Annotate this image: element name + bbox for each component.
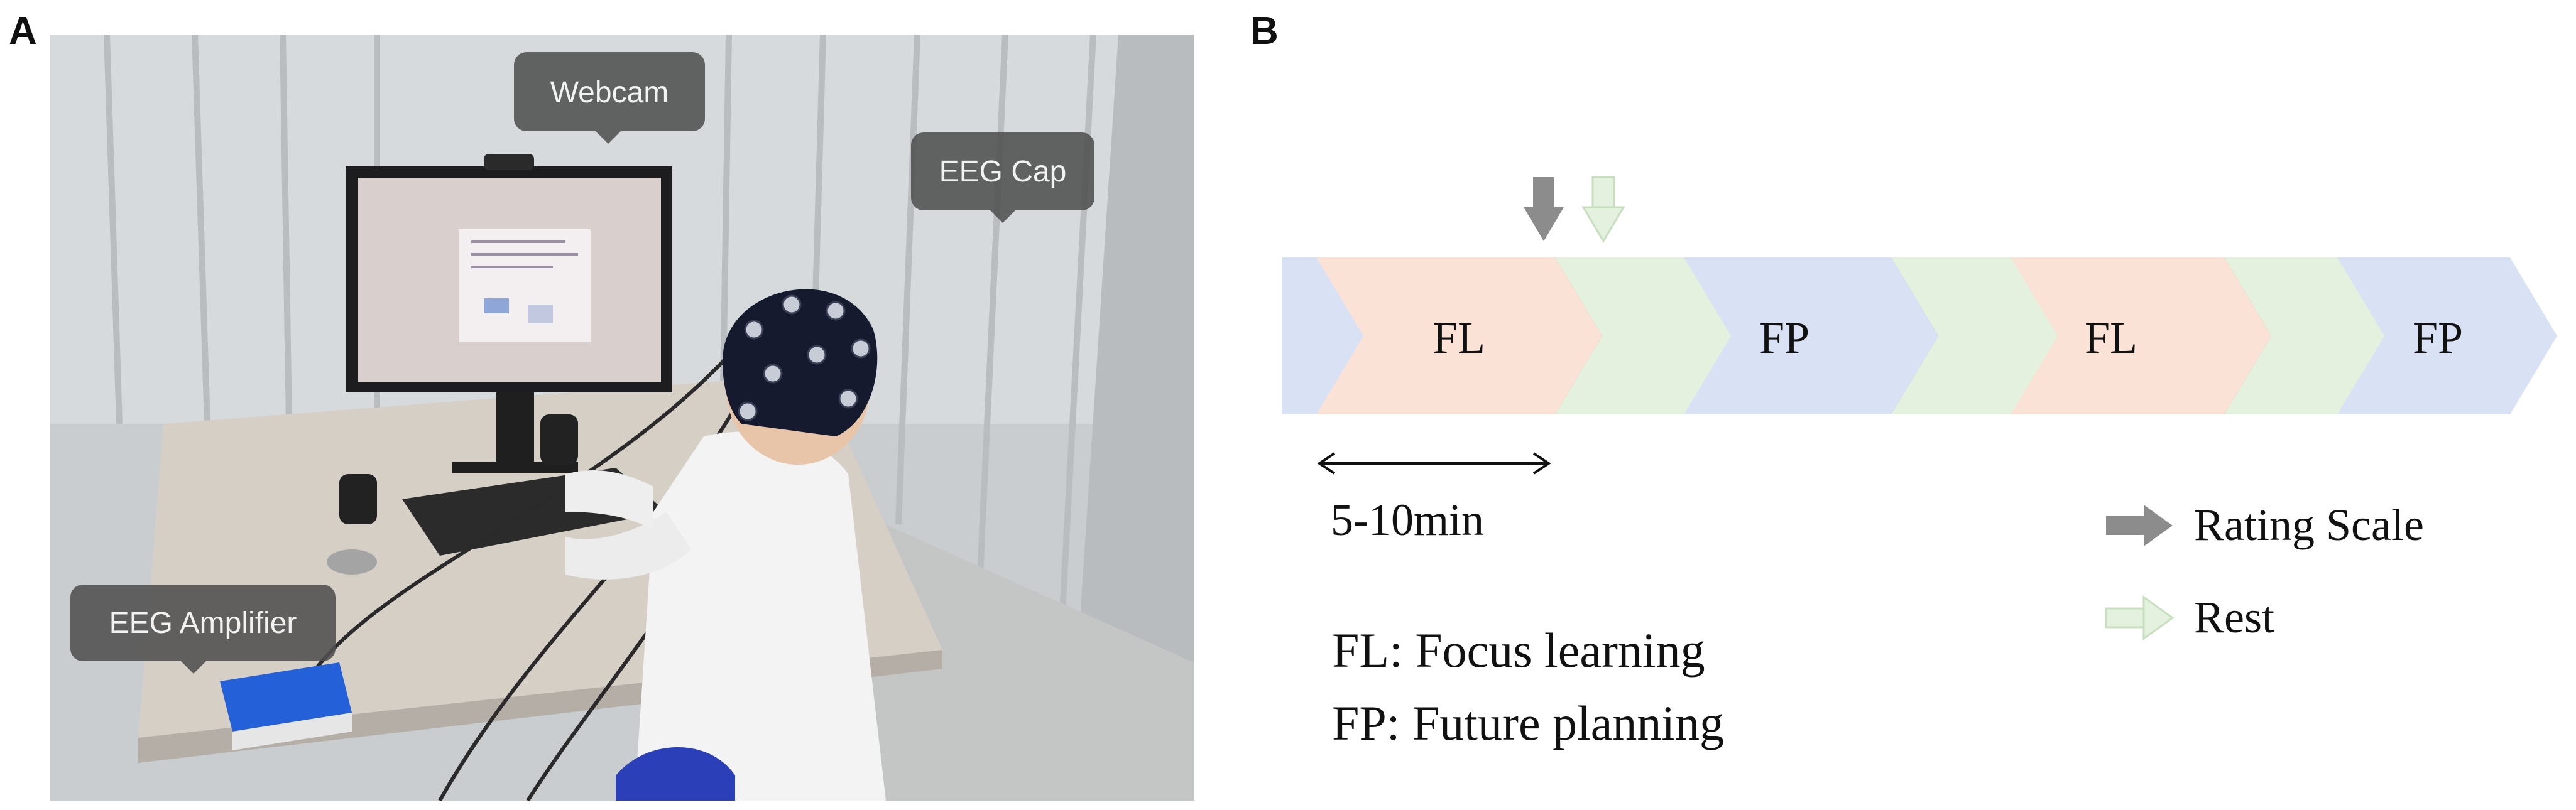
stage-fl-1-chevron (1316, 257, 1602, 414)
lab-setup-photo: Webcam EEG Cap EEG Amplifier (50, 35, 1194, 801)
eeg-cap-callout: EEG Cap (911, 132, 1094, 223)
legend-rest-label: Rest (2194, 592, 2274, 642)
eeg-cap-label: EEG Cap (939, 155, 1067, 188)
panel-b-letter: B (1250, 9, 1279, 53)
stage-fl-1-label: FL (1433, 313, 1485, 363)
rest-chevron-1 (1552, 257, 1731, 414)
rest-chevron-3 (2215, 257, 2384, 414)
definition-fp: FP: Future planning (1332, 696, 1724, 750)
duration-label: 5-10min (1331, 495, 1484, 545)
stage-fp-1-label: FP (1759, 313, 1809, 363)
eeg-amplifier-label: EEG Amplifier (109, 607, 297, 640)
stage-fl-2-chevron (1973, 257, 2271, 414)
protocol-diagram: FL FP FL FP 5-10min Rating Scale Rest FL… (1282, 176, 2557, 750)
eeg-amplifier-callout: EEG Amplifier (70, 585, 336, 674)
legend-rating-scale-label: Rating Scale (2194, 500, 2424, 550)
panel-a-letter: A (9, 9, 37, 53)
legend-rest-icon (2105, 595, 2175, 640)
webcam-callout: Webcam (514, 52, 705, 144)
definition-fl: FL: Focus learning (1332, 623, 1705, 678)
legend-rating-scale-icon (2106, 505, 2173, 546)
duration-arrow (1317, 452, 1551, 475)
stage-fl-2-label: FL (2085, 313, 2137, 363)
stage-fp-1-chevron (1634, 257, 1938, 414)
rest-marker-icon (1581, 176, 1625, 243)
rating-scale-marker-icon (1524, 177, 1564, 241)
webcam-label: Webcam (550, 76, 669, 109)
rest-chevron-2 (1885, 257, 2058, 414)
stage-fp-2-label: FP (2413, 313, 2463, 363)
